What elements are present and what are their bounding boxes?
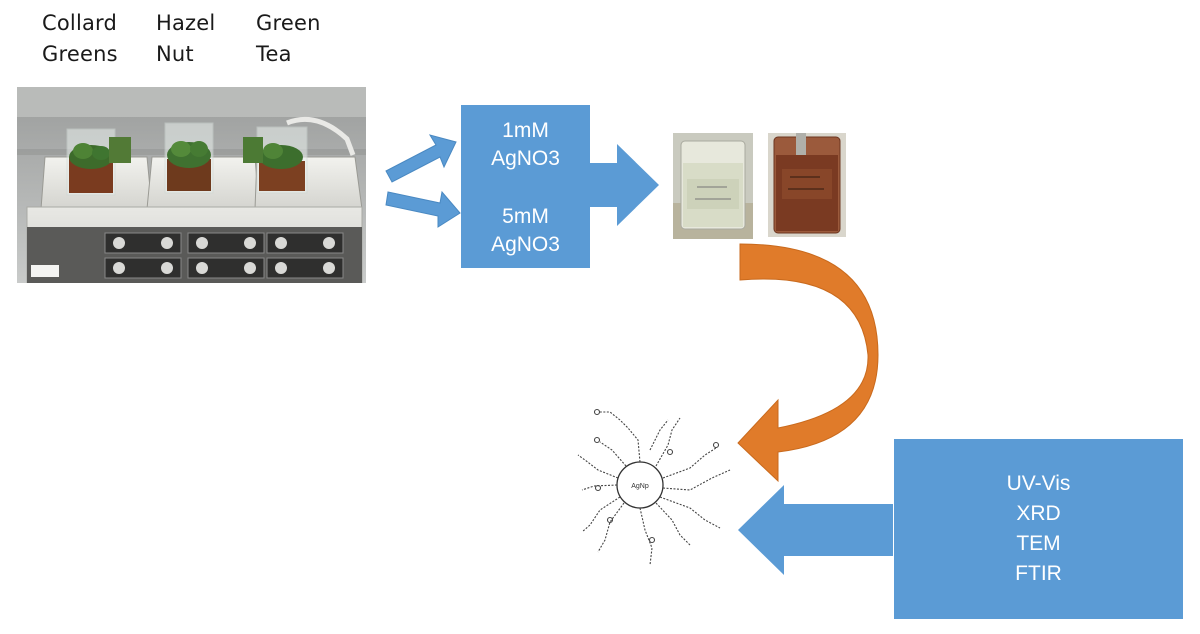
- arrow-to-nanoparticle: [738, 485, 893, 575]
- arrow-to-solutions: [590, 144, 659, 226]
- technique-xrd: XRD: [1016, 502, 1061, 525]
- plant-label-line2: Tea: [256, 42, 292, 66]
- plant-label-collard-greens: Collard Greens: [42, 8, 118, 70]
- plant-label-green-tea: Green Tea: [256, 8, 321, 70]
- lab-setup-illustration: [17, 87, 366, 283]
- precursor-box: 1mM AgNO3 5mM AgNO3: [461, 105, 590, 268]
- plant-label-line1: Hazel: [156, 11, 216, 35]
- plant-label-line2: Nut: [156, 42, 194, 66]
- plant-label-hazel-nut: Hazel Nut: [156, 8, 215, 70]
- precursor-2-line2: AgNO3: [491, 233, 560, 256]
- technique-ftir: FTIR: [1015, 562, 1062, 585]
- nanoparticle-sketch: [577, 408, 731, 566]
- characterization-box: UV-Vis XRD TEM FTIR: [894, 439, 1183, 619]
- arrow-to-5mm: [385, 190, 461, 228]
- plant-label-line1: Green: [256, 11, 321, 35]
- precursor-1-line2: AgNO3: [491, 147, 560, 170]
- solution-photo-dark: [768, 133, 846, 237]
- precursor-2-line1: 5mM: [502, 205, 549, 228]
- pale-solution-beaker: [673, 133, 753, 239]
- plant-label-line1: Collard: [42, 11, 118, 35]
- plant-label-line2: Greens: [42, 42, 118, 66]
- technique-uv-vis: UV-Vis: [1006, 472, 1071, 495]
- curved-arrow: [737, 243, 879, 483]
- precursor-1-line1: 1mM: [502, 119, 549, 142]
- arrow-to-1mm: [385, 134, 457, 183]
- nanoparticle-label: AgNp: [631, 483, 649, 490]
- solution-photo-pale: [673, 133, 753, 239]
- lab-setup-photo: [17, 87, 366, 283]
- dark-solution-beaker: [768, 133, 846, 237]
- technique-tem: TEM: [1016, 532, 1061, 555]
